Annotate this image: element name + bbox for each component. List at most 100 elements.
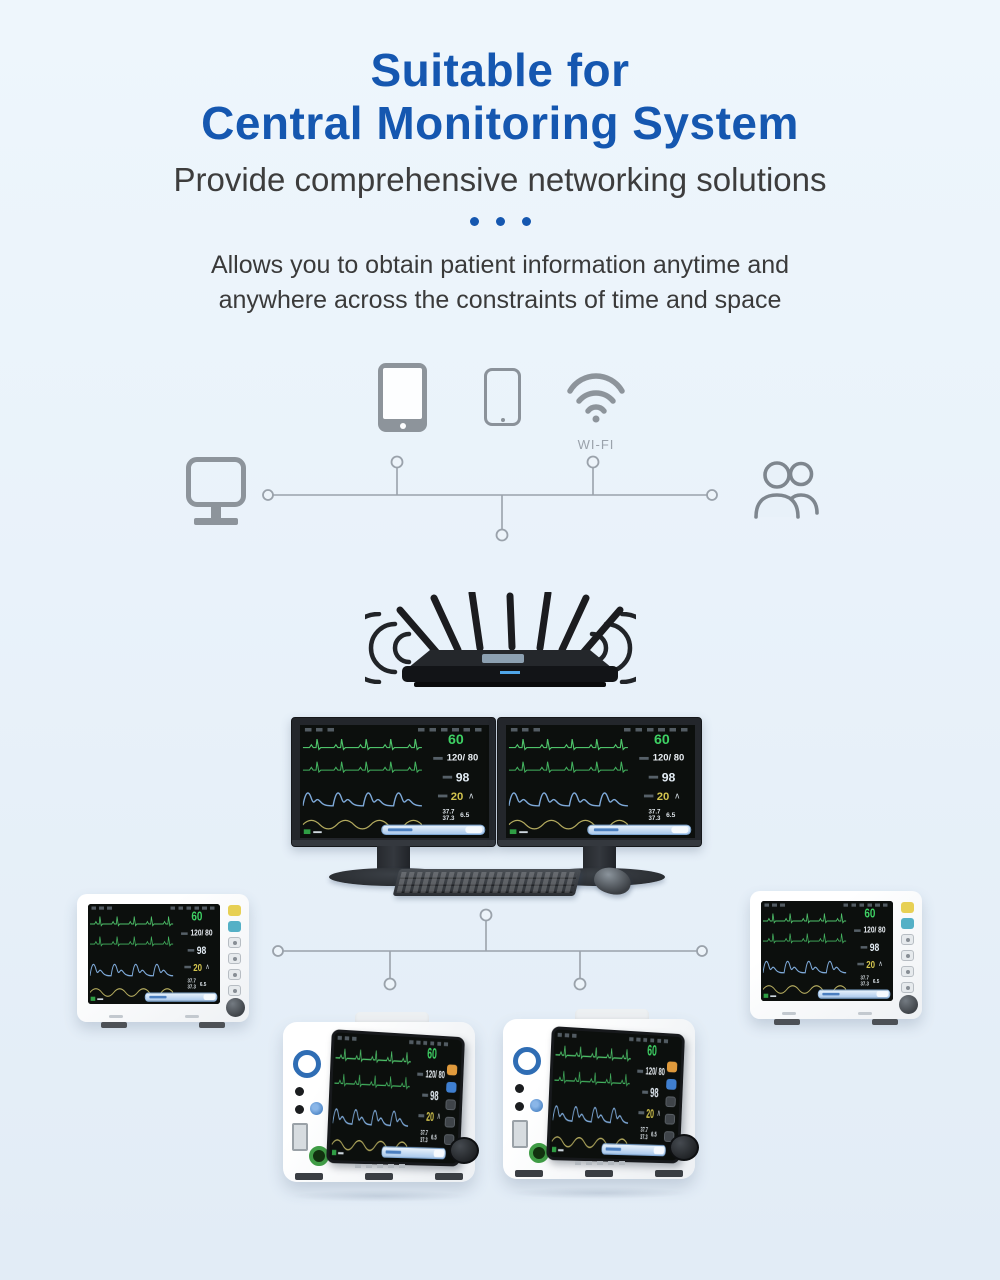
monitor-foot (655, 1170, 683, 1177)
network-node (262, 489, 274, 501)
bezel-slot (185, 1015, 199, 1018)
resp-row: 20 ∧ (184, 961, 209, 973)
separator-dot (495, 216, 505, 226)
co2-value: 6.5 (666, 811, 676, 819)
description-line2: anywhere across the constraints of time … (218, 285, 782, 314)
monitor-screen: 60 120/ 80 98 20 ∧ 37.7 37.3 6.5 (506, 725, 695, 838)
nibp-button (901, 966, 914, 977)
waveform-area (302, 738, 422, 830)
desktop-stand (211, 506, 221, 518)
network-node (696, 945, 708, 957)
separator-dot (469, 216, 479, 226)
central-station-monitor-2: 60 120/ 80 98 20 ∧ 37.7 37.3 6.5 (497, 717, 702, 909)
nibp-row: 120/ 80 (637, 1066, 665, 1078)
spo2-connector (293, 1050, 321, 1078)
connector-panel (510, 1047, 549, 1163)
monitor-body: 60 120/ 80 98 20 ∧ 37.7 37.3 6.5 (283, 1022, 479, 1182)
tablet-body (378, 363, 427, 432)
smartphone-body (484, 368, 521, 426)
co2-value: 6.5 (199, 981, 207, 988)
wifi-icon (567, 373, 625, 423)
network-node (272, 945, 284, 957)
temp-row: 37.7 37.3 6.5 (649, 809, 676, 822)
monitor-frame: 60 120/ 80 98 20 ∧ 37.7 37.3 6.5 (497, 717, 702, 847)
ecg-waveform-1 (335, 1048, 411, 1064)
screen-menu-bar (817, 989, 891, 999)
temp-row: 37.7 37.3 6.5 (188, 978, 207, 990)
nibp-row: 120/ 80 (181, 929, 213, 938)
monitor-screen: 60 120/ 80 98 20 ∧ 37.7 37.3 6.5 (300, 725, 489, 838)
temp2-value: 37.3 (860, 981, 869, 988)
hr-value: 60 (426, 1045, 438, 1064)
function-button (666, 1078, 677, 1090)
resp-rate-value: 20 (645, 1105, 655, 1121)
button-column (898, 902, 917, 993)
screen-status-icon (90, 996, 104, 1001)
wifi-label: WI-FI (577, 437, 615, 452)
monitor-foot (585, 1170, 613, 1177)
vitals-screen: 60 120/ 80 98 20 ∧ 37.7 37.3 6.5 (761, 901, 893, 1001)
spo2-row: 98 (642, 1084, 659, 1100)
waveform-area (89, 916, 174, 997)
alarm-button (901, 902, 914, 913)
freeze-button (228, 953, 241, 964)
ecg-waveform-2 (334, 1074, 411, 1089)
temp1-value: 37.7 (187, 978, 196, 985)
waveform-area (508, 738, 628, 830)
spo2-value: 98 (869, 940, 880, 954)
screen-status-icon (331, 1149, 337, 1156)
bezel-slot (858, 1012, 872, 1015)
network-node (573, 977, 587, 991)
spo2-row: 98 (861, 941, 880, 954)
vitals-values: 60 120/ 80 98 20 ∧ 37.7 37.3 6.5 (849, 907, 891, 987)
temp-row: 37.7 37.3 6.5 (861, 975, 880, 987)
medical-staff-icon (754, 461, 819, 519)
hr-value: 60 (654, 731, 670, 748)
rotary-knob (226, 998, 245, 1017)
vitals-screen: 60 120/ 80 98 20 ∧ 37.7 37.3 6.5 (300, 725, 489, 838)
resp-waveform (508, 819, 628, 830)
hr-row: 60 (864, 907, 875, 921)
co2-value: 6.5 (872, 978, 880, 985)
portable-patient-monitor-2: 60 120/ 80 98 20 ∧ 37.7 37.3 6.5 (503, 1009, 699, 1199)
spo2-pleth-waveform (302, 792, 422, 807)
monitor-foot (295, 1173, 323, 1180)
power-button (228, 985, 241, 996)
hr-value: 60 (191, 909, 203, 925)
tablet-icon (378, 363, 427, 432)
waveform-area (762, 913, 847, 994)
vitals-values: 60 120/ 80 98 20 ∧ 37.7 37.3 6.5 (632, 732, 692, 822)
rotary-knob (899, 995, 918, 1014)
monitor-screen: 60 120/ 80 98 20 ∧ 37.7 37.3 6.5 (326, 1029, 465, 1167)
ecg-waveform-2 (762, 933, 847, 944)
screen-menu-bar (601, 1143, 667, 1157)
description: Allows you to obtain patient information… (0, 248, 1000, 318)
temp-values: 37.7 37.3 (649, 809, 661, 822)
nibp-row: 120/ 80 (417, 1069, 445, 1081)
network-node (586, 455, 600, 469)
resp-row: 20 ∧ (857, 958, 882, 970)
carry-handle (355, 1012, 429, 1025)
menu-button (665, 1096, 676, 1108)
screen-menu-bar (144, 992, 218, 1002)
portable-patient-monitor-1: 60 120/ 80 98 20 ∧ 37.7 37.3 6.5 (283, 1012, 479, 1202)
temp-row: 37.7 37.3 6.5 (420, 1130, 437, 1145)
ecg-waveform-1 (89, 916, 174, 927)
monitor-screen: 60 120/ 80 98 20 ∧ 37.7 37.3 6.5 (761, 901, 893, 1001)
resp-row: 20 ∧ (438, 790, 475, 803)
monitor-foot (872, 1019, 898, 1025)
temp-connector (515, 1084, 524, 1093)
spo2-value: 98 (429, 1087, 439, 1104)
ecg-waveform-1 (555, 1045, 631, 1061)
resp-row: 20 ∧ (638, 1106, 661, 1121)
patient-monitor-left: 60 120/ 80 98 20 ∧ 37.7 37.3 6.5 (77, 894, 249, 1028)
spo2-row: 98 (442, 770, 470, 784)
screen-status-icon (303, 829, 322, 835)
bezel-slot (782, 1012, 796, 1015)
function-button (446, 1081, 457, 1093)
desktop-base (194, 518, 238, 525)
router-antennas (396, 592, 624, 658)
waveform-area (331, 1045, 411, 1157)
vent-slots (575, 1161, 625, 1165)
spo2-pleth-waveform (508, 792, 628, 807)
